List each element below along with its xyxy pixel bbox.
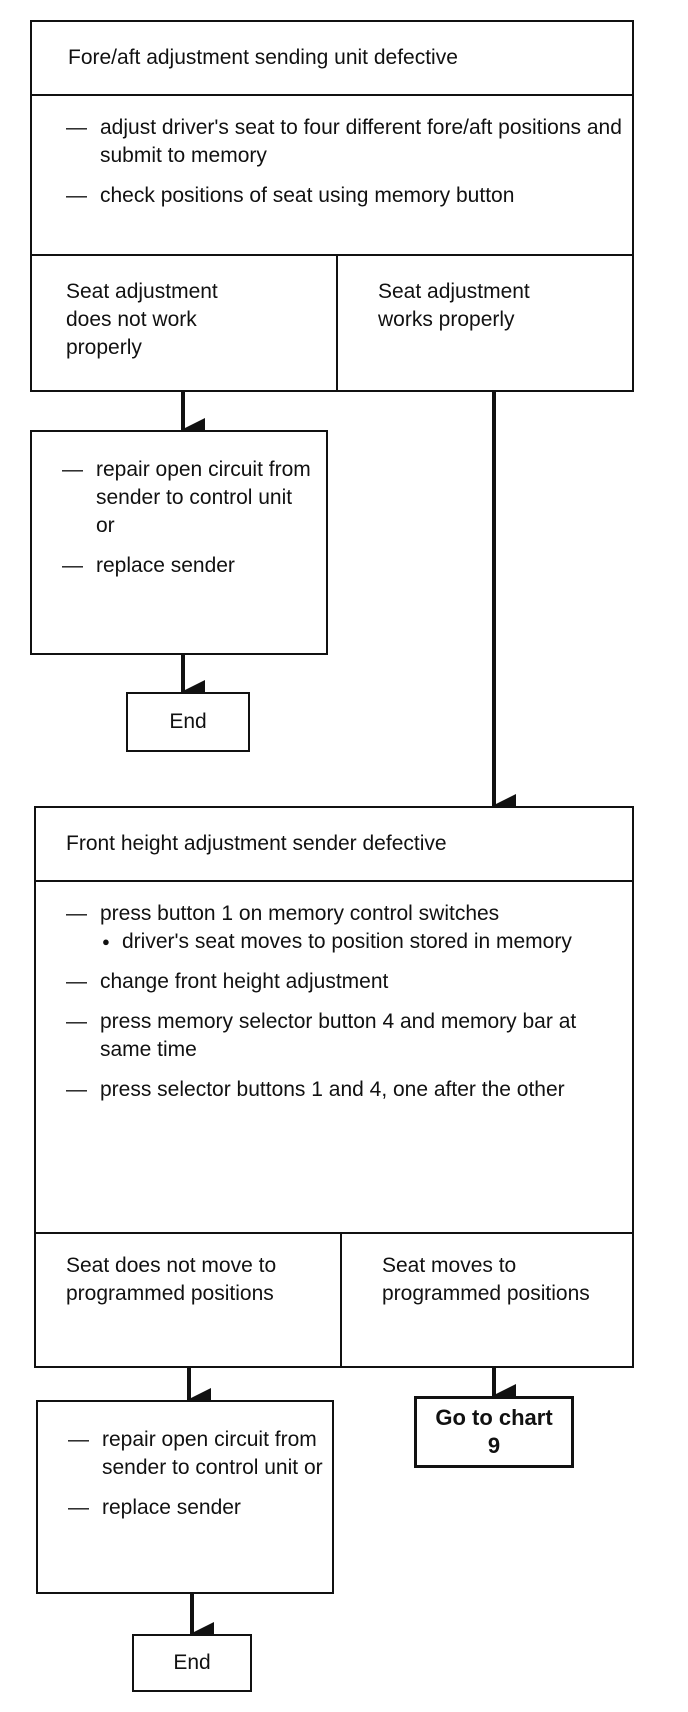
repair1-box: repair open circuit from sender to contr… — [30, 430, 328, 655]
end2-box: End — [132, 1634, 252, 1692]
divider — [32, 254, 632, 256]
divider — [340, 1232, 342, 1366]
repair1-steps: repair open circuit from sender to contr… — [62, 456, 312, 592]
goto-chart-box: Go to chart 9 — [414, 1396, 574, 1468]
divider — [32, 94, 632, 96]
repair2-box: repair open circuit from sender to contr… — [36, 1400, 334, 1594]
test1-step: adjust driver's seat to four different f… — [66, 114, 626, 170]
test1-steps: adjust driver's seat to four different f… — [66, 114, 626, 222]
end1-box: End — [126, 692, 250, 752]
repair2-step: replace sender — [68, 1494, 326, 1522]
repair1-step: repair open circuit from sender to contr… — [62, 456, 312, 540]
repair1-step: replace sender — [62, 552, 312, 580]
test2-step: press selector buttons 1 and 4, one afte… — [66, 1076, 622, 1104]
test1-box: Fore/aft adjustment sending unit defecti… — [30, 20, 634, 392]
divider — [336, 254, 338, 390]
test2-substep: driver's seat moves to position stored i… — [100, 928, 622, 956]
test1-result-pass: Seat adjustment works properly — [378, 280, 530, 331]
test1-title: Fore/aft adjustment sending unit defecti… — [68, 46, 458, 69]
divider — [36, 1232, 632, 1234]
test2-steps: press button 1 on memory control switche… — [66, 900, 622, 1116]
test2-step: press memory selector button 4 and memor… — [66, 1008, 622, 1064]
test1-result-fail: Seat adjustment does not work properly — [66, 280, 218, 359]
divider — [36, 880, 632, 882]
test2-step: change front height adjustment — [66, 968, 622, 996]
repair2-step: repair open circuit from sender to contr… — [68, 1426, 326, 1482]
test1-step: check positions of seat using memory but… — [66, 182, 626, 210]
test2-step: press button 1 on memory control switche… — [66, 900, 622, 956]
test2-step-text: press button 1 on memory control switche… — [100, 902, 500, 925]
test2-box: Front height adjustment sender defective… — [34, 806, 634, 1368]
repair2-steps: repair open circuit from sender to contr… — [68, 1426, 326, 1534]
test2-title: Front height adjustment sender defective — [66, 832, 447, 855]
test2-result-fail: Seat does not move to programmed positio… — [66, 1254, 277, 1305]
test2-result-pass: Seat moves to programmed positions — [382, 1254, 590, 1305]
